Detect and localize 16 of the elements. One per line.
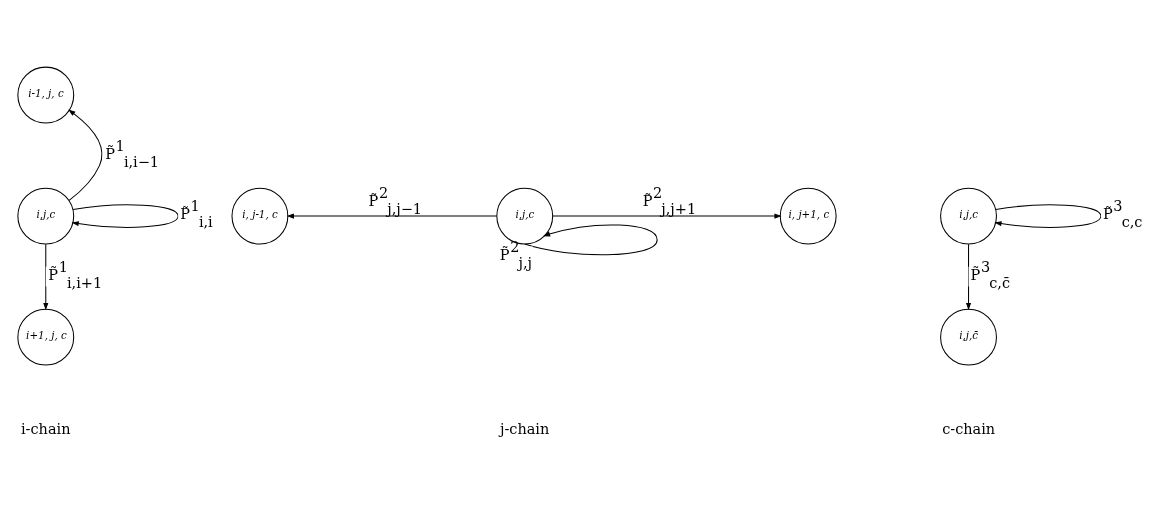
arrow bbox=[43, 243, 49, 310]
arrow bbox=[966, 243, 972, 310]
node-circle: i, j+1, c bbox=[779, 187, 837, 245]
label: j-chain bbox=[499, 420, 550, 437]
arrow bbox=[71, 203, 179, 228]
node-circle: i,j,c̄ bbox=[940, 308, 997, 366]
arrow bbox=[68, 108, 103, 201]
node-circle: i+1, j, c bbox=[17, 308, 75, 366]
arrow bbox=[994, 203, 1102, 228]
label: i-chain bbox=[20, 420, 71, 437]
label: c-chain bbox=[942, 420, 996, 437]
arrow bbox=[552, 213, 782, 219]
node-circle: i, j-1, c bbox=[231, 187, 289, 245]
node-circle: i,j,c bbox=[17, 187, 75, 245]
node-circle: i,j,c bbox=[940, 187, 997, 245]
arrow bbox=[286, 213, 498, 219]
